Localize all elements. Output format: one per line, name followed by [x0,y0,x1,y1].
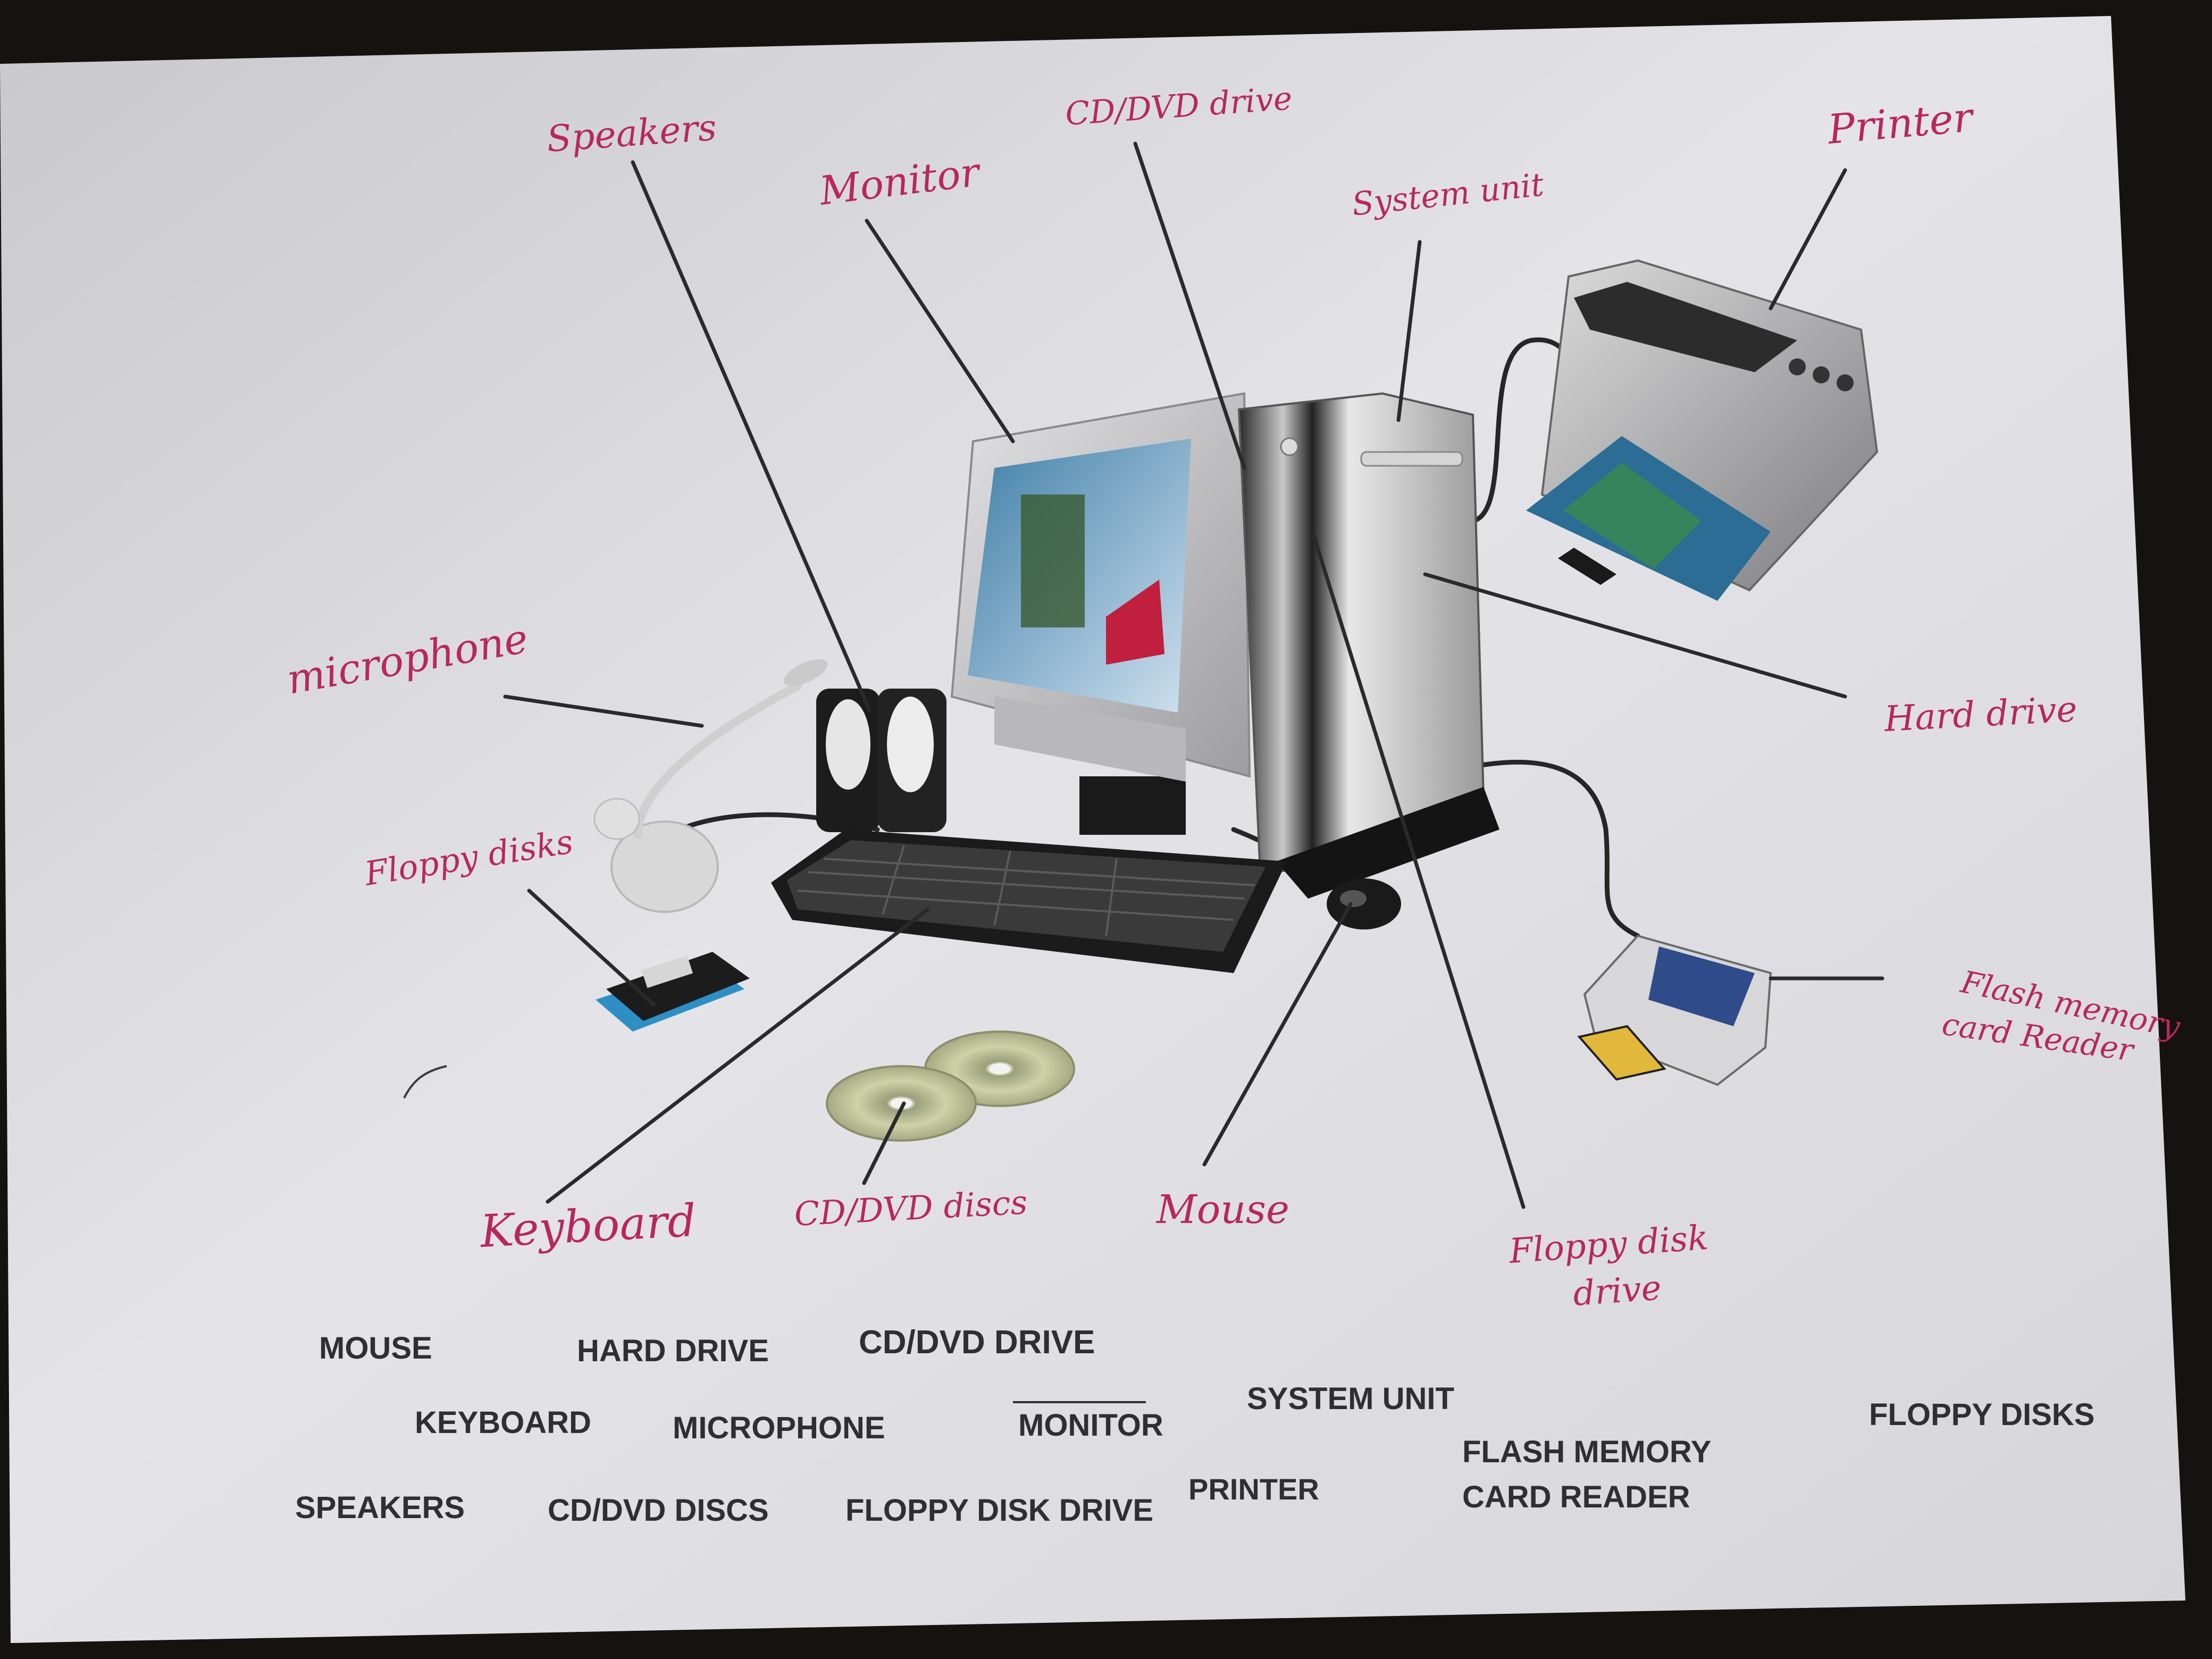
leader-lines [403,141,1884,1209]
microphone-illustration [593,659,828,913]
word-cd-dvd-drive: CD/DVD DRIVE [859,1324,1095,1361]
word-system-unit: SYSTEM UNIT [1247,1381,1454,1416]
computer-illustration [593,259,1879,1142]
leader-monitor [865,219,1015,443]
hw-label-hard-drive: Hard drive [1883,689,2078,740]
floppy-disks-illustration [596,952,750,1032]
hw-label-floppy-disk-drive-line2: drive [1572,1269,1663,1314]
leader-floppy-disk-drive [1311,532,1526,1209]
leader-cd-dvd-discs [862,1101,906,1185]
leader-hard-drive [1423,572,1847,699]
system-unit-illustration [1237,392,1499,899]
word-printer: PRINTER [1188,1472,1319,1506]
printer-illustration [1526,259,1879,601]
word-mouse: MOUSE [319,1331,432,1365]
monitor-illustration [950,392,1251,835]
leader-cd-dvd-drive [1133,141,1246,470]
leader-speakers [631,160,872,712]
word-flash-memory-line2: CARD READER [1462,1480,1690,1514]
leader-keyboard [546,907,930,1204]
word-speakers: SPEAKERS [295,1490,465,1525]
word-floppy-disk-drive: FLOPPY DISK DRIVE [845,1493,1153,1528]
word-microphone: MICROPHONE [673,1411,885,1445]
keyboard-illustration [771,830,1287,973]
word-floppy-disks: FLOPPY DISKS [1869,1397,2094,1432]
leader-printer [1769,168,1847,311]
word-flash-memory-line1: FLASH MEMORY [1462,1435,1711,1469]
speakers-illustration [816,689,946,832]
leader-floppy-disks [527,889,656,1007]
word-monitor: MONITOR [1018,1408,1163,1443]
word-cd-dvd-discs: CD/DVD DISCS [548,1493,769,1528]
mouse-illustration [1327,878,1401,929]
cd-dvd-discs-illustration [826,1030,1075,1142]
hw-label-mouse: Mouse [1155,1187,1289,1233]
word-bank: MOUSE HARD DRIVE CD/DVD DRIVE KEYBOARD M… [295,1324,2094,1528]
leader-mouse [1202,902,1353,1167]
stray-pencil-mark [403,1065,447,1099]
card-reader-cable [1476,759,1640,939]
word-hard-drive: HARD DRIVE [577,1334,769,1368]
word-keyboard: KEYBOARD [415,1405,591,1440]
card-reader-illustration [1577,934,1772,1086]
leader-microphone [503,694,704,728]
leader-system-unit [1396,240,1422,422]
hw-label-keyboard: Keyboard [478,1194,698,1258]
